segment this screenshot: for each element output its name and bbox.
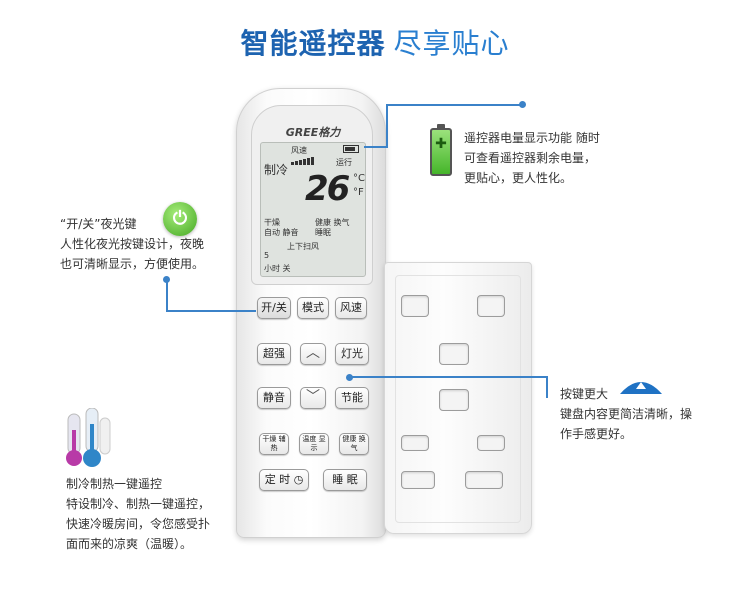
fan-button[interactable]: 风速	[335, 297, 367, 319]
screen-frame: GREE格力 风速 制冷 运行 26 °C °F 干燥 自动 静音 健康 换气 …	[251, 105, 373, 285]
lcd-auto-quiet: 自动 静音	[264, 228, 299, 237]
temp-down-button[interactable]: ﹀	[300, 387, 326, 409]
title-main: 智能遥控器	[240, 27, 386, 60]
battery-note-line: 遥控器电量显示功能 随时	[464, 131, 600, 145]
plus-icon: ✚	[435, 136, 447, 152]
cool-heat-note-line: 制冷制热一键遥控	[66, 477, 163, 491]
cover-slot	[477, 295, 505, 317]
temp-display-button[interactable]: 温度 显示	[299, 433, 329, 455]
light-button[interactable]: 灯光	[335, 343, 369, 365]
callout-line	[386, 104, 388, 148]
callout-line	[166, 310, 256, 312]
cover-slot	[439, 343, 469, 365]
remote-control: GREE格力 风速 制冷 运行 26 °C °F 干燥 自动 静音 健康 换气 …	[236, 88, 386, 538]
cool-heat-note: 制冷制热一键遥控 特设制冷、制热一键遥控， 快速冷暖房间，令您感受扑 面而来的凉…	[66, 474, 210, 554]
power-note-line: “开/关”夜光键	[60, 217, 137, 231]
title-sub: 尽享贴心	[393, 27, 510, 60]
battery-body	[430, 128, 452, 176]
callout-line	[546, 376, 548, 398]
cover-slot	[401, 471, 435, 489]
cool-heat-note-line: 面而来的凉爽（温暖）。	[66, 537, 193, 551]
lcd-battery-icon	[343, 145, 359, 153]
lcd-timer-hours: 5	[264, 251, 270, 260]
lcd-health-air: 健康 换气	[315, 218, 350, 227]
lcd-fan-label: 风速	[291, 146, 307, 155]
lcd-temperature: 26	[305, 169, 350, 209]
quiet-button[interactable]: 静音	[257, 387, 291, 409]
cool-heat-note-line: 特设制冷、制热一键遥控，	[66, 497, 211, 511]
power-button[interactable]: 开/关	[257, 297, 291, 319]
power-icon: ⏻	[163, 202, 197, 236]
sleep-button[interactable]: 睡 眠	[323, 469, 367, 491]
battery-note-line: 更贴心，更人性化。	[464, 171, 573, 185]
lcd-swing: 上下扫风	[287, 242, 319, 251]
keys-note-line: 作手感更好。	[560, 427, 633, 441]
cover-slot	[465, 471, 503, 489]
battery-note-line: 可查看遥控器剩余电量，	[464, 151, 597, 165]
lcd-fan-bars-icon	[291, 155, 331, 165]
thermometer-graphic	[66, 407, 111, 467]
brand-logo: GREE格力	[285, 126, 341, 139]
battery-cap	[437, 124, 445, 128]
callout-line	[364, 146, 388, 148]
temp-up-button[interactable]: ︿	[300, 343, 326, 365]
timer-button[interactable]: 定 时 ◷	[259, 469, 309, 491]
clock-icon: ◷	[293, 473, 304, 486]
keys-note-line: 键盘内容更简洁清晰，操	[560, 407, 693, 421]
lcd-sleep: 睡眠	[315, 228, 331, 237]
cool-heat-note-line: 快速冷暖房间，令您感受扑	[66, 517, 211, 531]
lcd-run: 运行	[336, 158, 352, 167]
callout-line	[386, 104, 522, 106]
health-air-button[interactable]: 健康 换气	[339, 433, 369, 455]
cover-slot	[477, 435, 505, 451]
cover-inner-frame	[395, 275, 521, 523]
thermometer-icon	[66, 407, 112, 470]
lcd-dry: 干燥	[264, 218, 280, 227]
mode-button[interactable]: 模式	[297, 297, 329, 319]
callout-line	[166, 278, 168, 312]
callout-dot	[346, 374, 353, 381]
turbo-button[interactable]: 超强	[257, 343, 291, 365]
callout-dot	[519, 101, 526, 108]
eco-button[interactable]: 节能	[335, 387, 369, 409]
up-arrow-icon	[620, 382, 662, 394]
lcd-unit-c: °C	[353, 173, 365, 184]
lcd-display: 风速 制冷 运行 26 °C °F 干燥 自动 静音 健康 换气 睡眠 上下扫风…	[260, 142, 366, 277]
power-note-line: 也可清晰显示，方便使用。	[60, 257, 205, 271]
lcd-timer-off: 小时 关	[264, 264, 291, 273]
lcd-mode: 制冷	[264, 163, 289, 177]
keys-note: 按键更大 键盘内容更简洁清晰，操 作手感更好。	[560, 384, 692, 444]
cover-slot	[439, 389, 469, 411]
cover-slot	[401, 435, 429, 451]
page-title: 智能遥控器尽享贴心	[0, 22, 750, 62]
keypad: 开/关 模式 风速 超强 ︿ 灯光 静音 ﹀ 节能 干燥 辅热 温度 显示 健康…	[237, 289, 387, 529]
power-note: “开/关”夜光键 人性化夜光按键设计，夜晚 也可清晰显示，方便使用。	[60, 214, 204, 274]
cover-slot	[401, 295, 429, 317]
lcd-unit-f: °F	[353, 187, 364, 198]
battery-icon: ✚	[430, 124, 452, 176]
callout-line	[350, 376, 546, 378]
dry-heat-button[interactable]: 干燥 辅热	[259, 433, 289, 455]
power-note-line: 人性化夜光按键设计，夜晚	[60, 237, 205, 251]
battery-cover	[384, 262, 532, 534]
timer-label: 定 时	[264, 473, 291, 486]
battery-note: 遥控器电量显示功能 随时 可查看遥控器剩余电量， 更贴心，更人性化。	[464, 128, 600, 188]
keys-note-line: 按键更大	[560, 387, 609, 401]
